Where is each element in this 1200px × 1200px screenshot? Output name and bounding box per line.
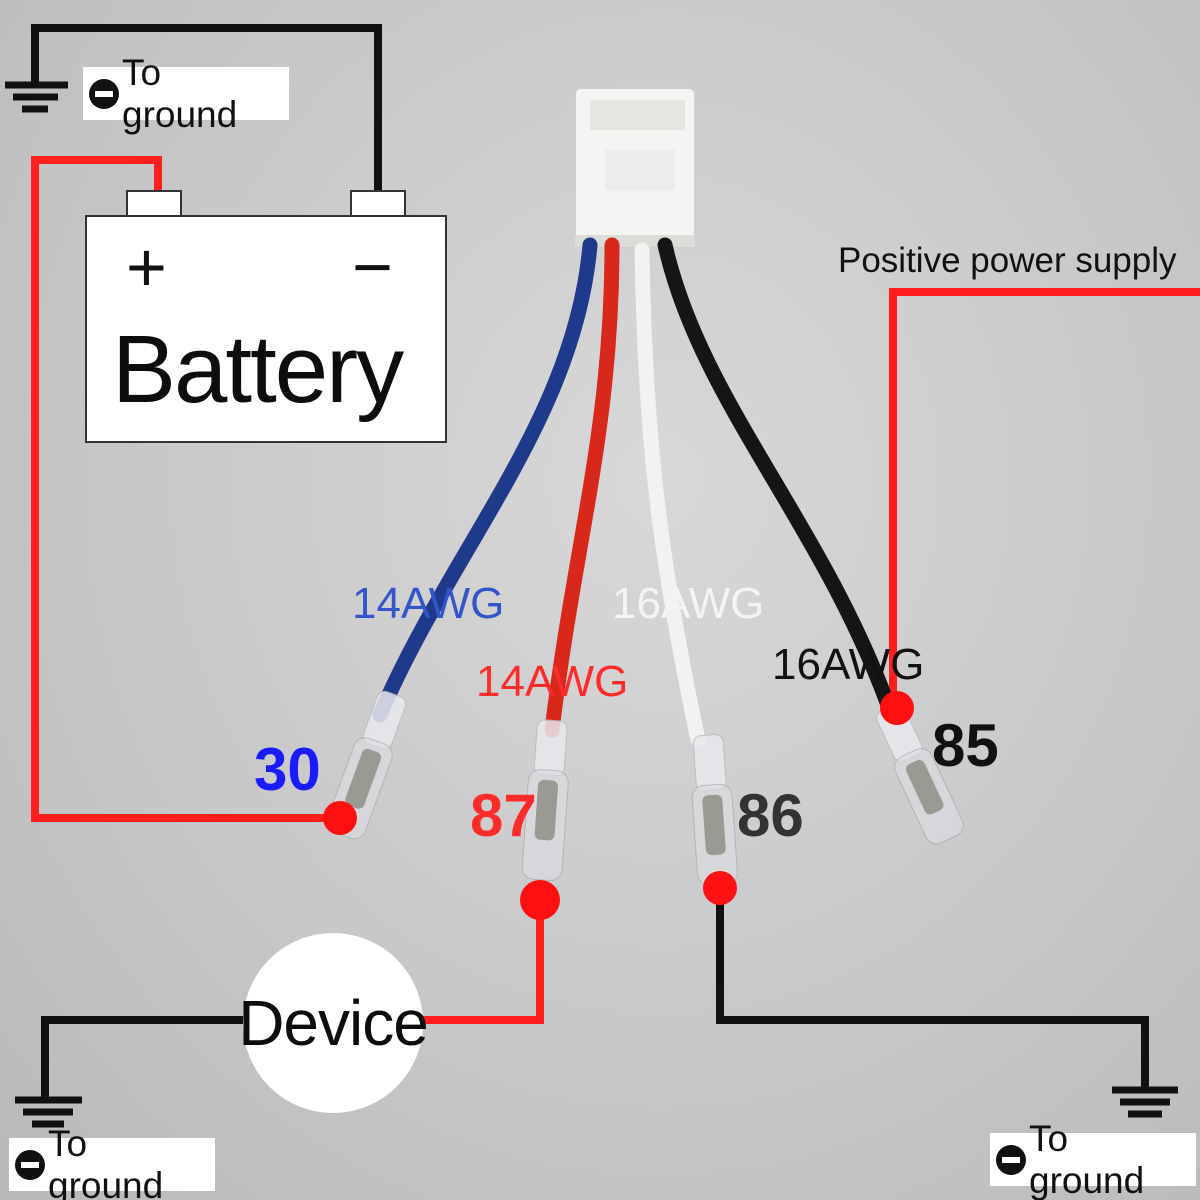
positive-supply-line	[889, 288, 1200, 708]
ground-symbol-icon	[15, 1096, 82, 1128]
battery-positive-line	[31, 156, 340, 822]
device-positive-line	[420, 900, 544, 1024]
minus-circle-icon	[89, 78, 119, 109]
gauge-label-white: 16AWG	[612, 579, 765, 628]
ground-label-text: To ground	[48, 1122, 164, 1200]
connection-dot-30	[323, 801, 357, 835]
device: Device	[238, 933, 429, 1113]
gauge-label-red: 14AWG	[476, 657, 629, 706]
connection-dot-86	[703, 871, 737, 905]
minus-circle-icon	[15, 1149, 45, 1180]
ground-label-text: To ground	[122, 51, 238, 135]
ground-label-top-left: To ground	[83, 52, 289, 135]
terminal-86	[691, 734, 738, 886]
ground-label-text: To ground	[1029, 1117, 1145, 1200]
gauge-label-blue: 14AWG	[352, 579, 505, 628]
battery	[85, 215, 447, 443]
pin-label-85: 85	[932, 712, 999, 779]
connection-dot-87	[520, 880, 560, 920]
gauge-label-black: 16AWG	[772, 640, 925, 689]
battery-negative-symbol: −	[352, 228, 393, 306]
connection-dot-85	[880, 691, 914, 725]
ground-label-bottom-right: To ground	[990, 1118, 1196, 1200]
battery-negative-terminal	[350, 190, 406, 218]
ground-symbol-icon	[1112, 1086, 1178, 1118]
black-wire	[657, 237, 896, 713]
pin-label-30: 30	[254, 736, 321, 803]
pin-label-87: 87	[470, 782, 537, 849]
battery-negative-ground-line	[31, 24, 382, 190]
battery-positive-symbol: +	[126, 228, 167, 306]
device-label: Device	[238, 987, 429, 1059]
pin86-ground-line	[716, 888, 1149, 1090]
device-ground-line	[41, 1016, 245, 1100]
white-wire	[634, 242, 706, 748]
positive-supply-label: Positive power supply	[838, 241, 1177, 280]
minus-circle-icon	[996, 1144, 1026, 1175]
battery-label: Battery	[112, 316, 404, 423]
connector-plug-icon	[574, 87, 696, 249]
pin-label-86: 86	[737, 782, 804, 849]
red-wire	[544, 237, 620, 738]
blue-wire	[372, 237, 598, 723]
ground-label-bottom-left: To ground	[9, 1123, 215, 1200]
battery-positive-terminal	[126, 190, 182, 218]
terminal-87	[521, 719, 569, 882]
ground-symbol-icon	[5, 81, 68, 113]
